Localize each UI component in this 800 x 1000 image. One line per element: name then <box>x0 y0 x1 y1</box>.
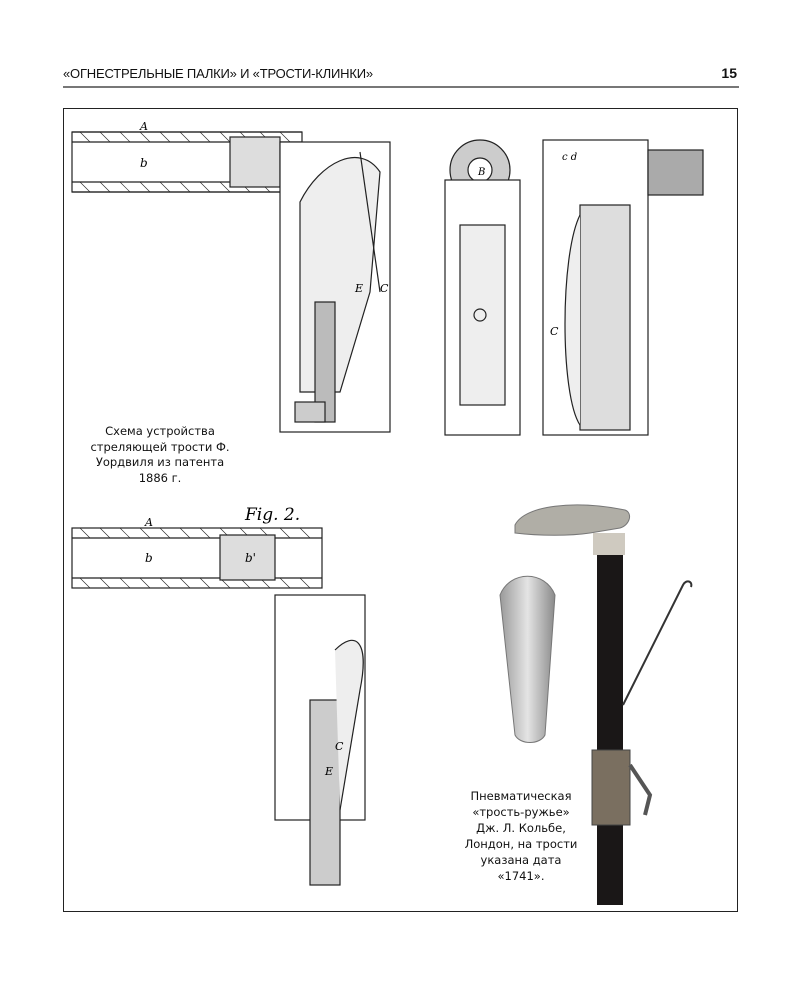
header-rule <box>63 86 739 88</box>
caption-cane: Пневматическая «трость-ружье» Дж. Л. Кол… <box>464 789 578 883</box>
svg-text:b': b' <box>245 551 256 565</box>
patent-drawing-sections: B C c d <box>444 139 704 436</box>
air-cane-photo <box>514 504 693 905</box>
svg-text:b: b <box>145 551 153 565</box>
caption-patent: Схема устройства стреляющей трости Ф. Уо… <box>90 424 230 485</box>
svg-text:B: B <box>477 167 485 178</box>
svg-text:c d: c d <box>562 152 577 163</box>
patent-drawing-fig2: Fig. 2. b b' A C E <box>71 505 366 886</box>
svg-text:C: C <box>380 282 389 295</box>
svg-text:E: E <box>354 282 363 295</box>
running-title: «ОГНЕСТРЕЛЬНЫЕ ПАЛКИ» И «ТРОСТИ-КЛИНКИ» <box>63 66 373 81</box>
svg-text:E: E <box>324 765 333 778</box>
svg-text:A: A <box>139 120 148 133</box>
page-header: «ОГНЕСТРЕЛЬНЫЕ ПАЛКИ» И «ТРОСТИ-КЛИНКИ» … <box>63 64 739 84</box>
cane-handle-photo <box>499 575 556 743</box>
illustration-frame <box>63 108 738 912</box>
page-number: 15 <box>721 65 737 81</box>
svg-text:C: C <box>550 325 559 338</box>
fig2-label: Fig. 2. <box>244 505 300 525</box>
svg-text:b: b <box>140 156 148 170</box>
patent-drawing-fig1: b A E C <box>71 120 391 433</box>
svg-text:A: A <box>144 516 153 529</box>
svg-text:C: C <box>335 740 344 753</box>
